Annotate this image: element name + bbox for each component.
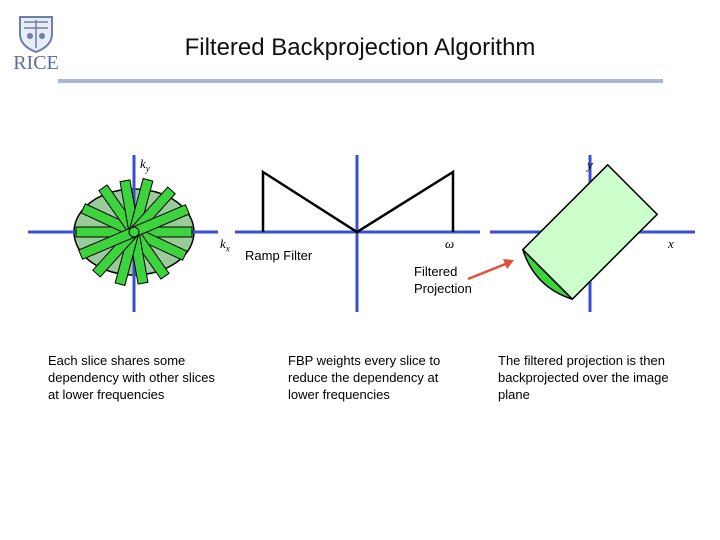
ramp-filter-panel <box>235 155 480 312</box>
logo-text: RICE <box>13 52 59 74</box>
caption-left: Each slice shares some dependency with o… <box>48 353 215 402</box>
ramp-filter-curve <box>261 169 455 234</box>
shield-icon <box>19 16 53 54</box>
arrow-head-icon <box>503 259 514 269</box>
y-axis-label: y <box>587 157 593 172</box>
projection-band <box>521 163 659 301</box>
frequency-domain-panel <box>28 155 218 312</box>
projection-arrow <box>467 261 509 281</box>
caption-right: The filtered projection is then backproj… <box>498 353 669 402</box>
omega-label: ω <box>445 236 455 251</box>
center-dot <box>128 226 140 238</box>
caption-middle: FBP weights every slice to reduce the de… <box>288 353 441 402</box>
x-axis-label: x <box>668 236 674 251</box>
slide-title: Filtered Backprojection Algorithm <box>184 34 536 61</box>
filtered-projection-label: Filtered Projection <box>414 263 472 297</box>
title-underline <box>58 79 663 83</box>
filtered-projection-shape <box>522 249 573 300</box>
kx-label: kx <box>220 236 230 254</box>
rice-logo: RICE <box>10 14 62 74</box>
backprojection-panel <box>467 155 695 312</box>
ky-label: ky <box>140 156 150 174</box>
filtered-projection-label-line2: Projection <box>414 281 472 296</box>
ramp-filter-label: Ramp Filter <box>245 248 313 263</box>
filtered-projection-label-line1: Filtered <box>414 264 458 279</box>
